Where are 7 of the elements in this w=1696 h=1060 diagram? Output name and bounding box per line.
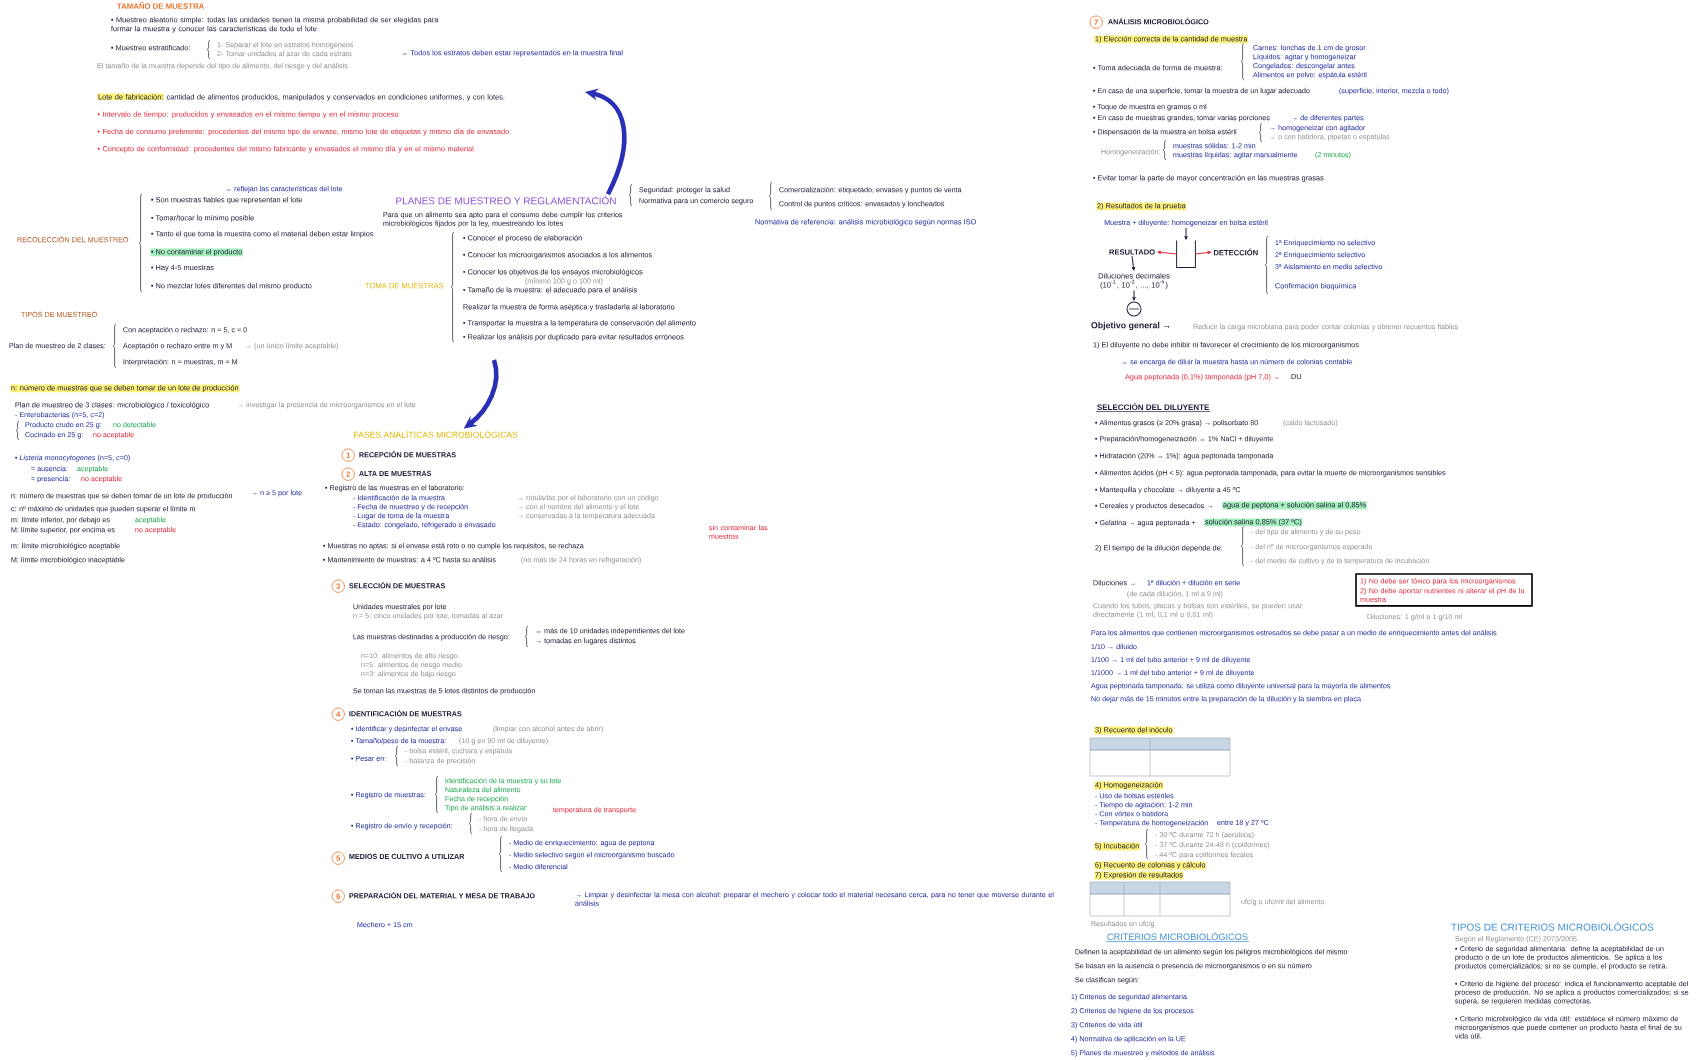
beaker xyxy=(1176,240,1196,268)
arrow xyxy=(1131,255,1136,271)
arrow xyxy=(1157,250,1178,255)
circle-symbol xyxy=(1126,301,1142,317)
arrow xyxy=(1132,290,1136,301)
arrow xyxy=(1184,227,1188,240)
arrow xyxy=(1194,250,1212,255)
